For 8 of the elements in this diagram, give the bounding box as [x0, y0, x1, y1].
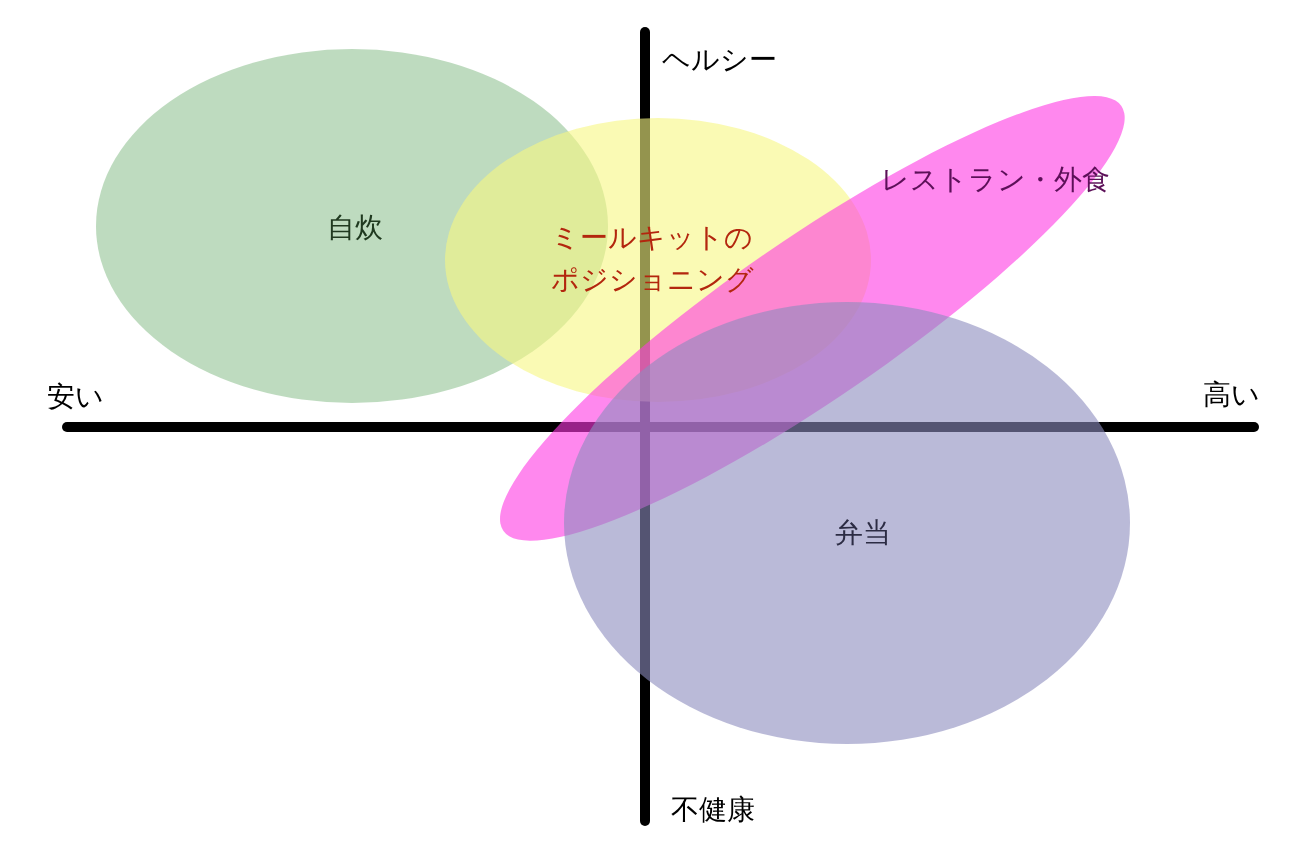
region-label: ミールキットのポジショニング — [549, 220, 755, 298]
region-label: 弁当 — [835, 515, 891, 551]
axis-label: ヘルシー — [662, 43, 777, 77]
region-label: 自炊 — [327, 210, 383, 246]
axis-label: 高い — [1203, 378, 1260, 412]
axis-label: 不健康 — [671, 793, 755, 827]
axis-label: 安い — [47, 380, 104, 414]
region-label: レストラン・外食 — [881, 162, 1111, 198]
